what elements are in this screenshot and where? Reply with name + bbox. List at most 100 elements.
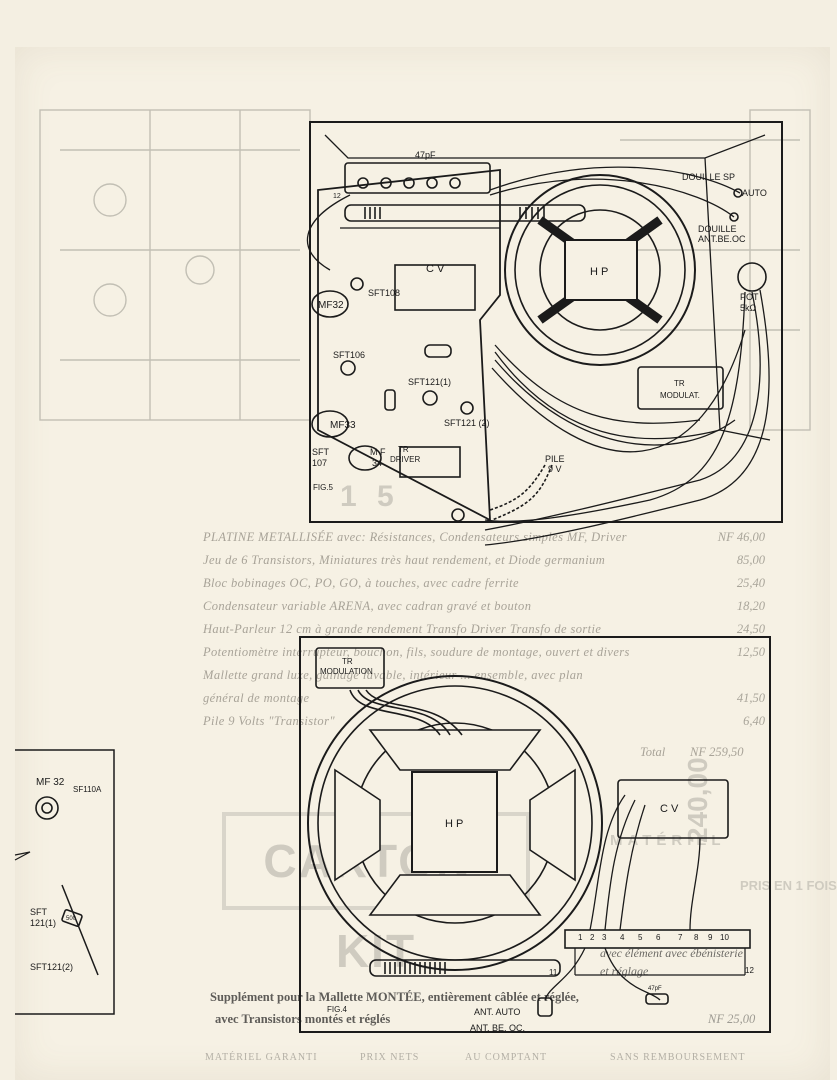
fig5-ant-be-oc: ANT.BE.OC <box>698 234 746 244</box>
fig4-speaker <box>307 675 603 971</box>
fig4-tr-modulation <box>315 647 385 689</box>
bleed-price: 6,40 <box>743 714 765 728</box>
bottom-line-c: Supplément pour la Mallette MONTÉE, enti… <box>210 990 579 1004</box>
terminal-label: 6 <box>656 933 661 942</box>
footer-c: AU COMPTANT <box>465 1052 548 1063</box>
fig5-tr-modulat-a: TR <box>674 379 685 388</box>
fig5-tr-driver <box>399 446 461 478</box>
fig4-ant-be-oc: ANT. BE. OC. <box>470 1023 525 1033</box>
left-sft121-1b: 121(1) <box>30 918 56 928</box>
left-sft121-2: SFT121(2) <box>30 962 73 972</box>
terminal-label: 2 <box>590 933 595 942</box>
fig5-mf33 <box>311 410 349 438</box>
bleed-row: Haut-Parleur 12 cm à grande rendement Tr… <box>203 622 602 636</box>
fig5-sft121-1-label: SFT121(1) <box>408 377 451 387</box>
bleed-price: 85,00 <box>736 553 765 567</box>
fig4-hp-label: H P <box>445 818 463 830</box>
left-sft110: SF110A <box>73 785 102 794</box>
fig5-mf34-a: M F <box>370 447 386 457</box>
fig4-cv-label: C V <box>660 803 679 815</box>
fig5-pot <box>737 262 767 292</box>
fig4-tr-b: MODULATION <box>320 667 373 676</box>
fig4-labels: TR MODULATION H P C V 1 2 3 4 5 6 7 8 9 … <box>320 657 754 1033</box>
bleed-schematic <box>39 109 811 431</box>
bleed-row: Jeu de 6 Transistors, Miniatures très ha… <box>203 553 606 567</box>
bleed-price: 12,50 <box>736 645 765 659</box>
fig5-caption: FIG.5 <box>313 483 334 492</box>
bleed-row: Potentiomètre interrupteur, bouchon, fil… <box>203 645 630 659</box>
fig5-speaker <box>504 174 696 366</box>
bleed-row: général de montage <box>203 691 310 705</box>
fig5-douille-sp: DOUILLE SP <box>682 172 735 182</box>
fig5-mf32 <box>311 290 349 318</box>
bleed-row: Bloc bobinages OC, PO, GO, à touches, av… <box>203 576 519 590</box>
terminal-label: 5 <box>638 933 643 942</box>
fig4-ferrite-rod <box>369 959 561 977</box>
fig5-pile-a: PILE <box>545 454 565 464</box>
fig5-tr-driver-b: DRIVER <box>390 455 420 464</box>
left-sft121-1a: SFT <box>30 907 48 917</box>
fig5-mf33-label: MF33 <box>330 420 356 431</box>
fig5-auto: AUTO <box>742 188 767 198</box>
fig5-douille: DOUILLE <box>698 224 737 234</box>
fig5-sft107-b: 107 <box>312 458 327 468</box>
fig4-47pf: 47pF <box>648 986 662 992</box>
fig5-pot-value: 5kΩ <box>740 303 757 313</box>
fig4-num12: 12 <box>745 966 754 975</box>
footer-d: SANS REMBOURSEMENT <box>610 1052 746 1063</box>
fig5-labels: 47pF DOUILLE SP AUTO DOUILLE ANT.BE.OC C… <box>312 150 767 492</box>
fig4-ant-auto: ANT. AUTO <box>474 1007 520 1017</box>
terminal-label: 3 <box>602 933 607 942</box>
fig5-board <box>317 168 501 522</box>
left-detail <box>14 749 115 1015</box>
footer-b: PRIX NETS <box>360 1052 420 1063</box>
bleed-row: Mallette grand luxe, gainage lavable, in… <box>203 668 584 682</box>
fig4-caption: FIG.4 <box>327 1005 348 1014</box>
fig5-pile-b: 9 V <box>548 464 562 474</box>
bleed-price: 24,50 <box>736 622 765 636</box>
fig5-tr-driver-a: TR <box>398 445 409 454</box>
terminal-label: 9 <box>708 933 713 942</box>
fig5-ferrite-rod <box>344 204 586 222</box>
bleed-price: 41,50 <box>736 691 765 705</box>
fig5-switch-bank <box>344 162 491 194</box>
fig5-pot-label: POT <box>740 292 759 302</box>
fig5-sft106-label: SFT106 <box>333 350 365 360</box>
bleed-row: Pile 9 Volts "Transistor" <box>203 714 335 728</box>
fig4-cv <box>617 779 729 839</box>
fig5-tr-modulat-b: MODULAT. <box>660 391 700 400</box>
bottom-line-a: avec élément avec ébénisterie <box>600 946 743 960</box>
fig5-cv-block <box>394 264 476 311</box>
fig5-hp-magnet <box>564 239 638 301</box>
fig4-hp-magnet <box>411 771 498 873</box>
bleed-big-number: 1 5 <box>340 480 400 513</box>
bleed-price: 18,20 <box>736 599 765 613</box>
bottom-line-d: avec Transistors montés et réglés <box>215 1012 391 1026</box>
terminal-label: 7 <box>678 933 683 942</box>
fig5-sft107-a: SFT <box>312 447 330 457</box>
fig5-diagram <box>306 121 783 546</box>
fig5-tr-modulat <box>637 366 724 410</box>
fig5-47pf: 47pF <box>415 150 436 160</box>
fig4-tr-a: TR <box>342 657 353 666</box>
fig4-diagram <box>299 636 771 1033</box>
fig5-hp-label: H P <box>590 266 608 278</box>
bleed-total-label: Total <box>640 745 666 759</box>
fig4-num11: 11 <box>549 968 558 977</box>
bleed-price: 25,40 <box>736 576 765 590</box>
fig4-terminal-strip <box>564 929 751 949</box>
bottom-price: NF 25,00 <box>708 1012 756 1026</box>
bleed-row: Condensateur variable ARENA, avec cadran… <box>203 599 532 613</box>
bleed-price: NF 46,00 <box>717 530 765 544</box>
bleed-pris: PRIS EN 1 FOIS <box>740 878 837 893</box>
fig5-mf34 <box>348 445 382 471</box>
fig4-terminal-labels: 1 2 3 4 5 6 7 8 9 10 <box>578 933 729 942</box>
fig5-frame <box>309 121 783 523</box>
left-mf32: MF 32 <box>36 777 65 788</box>
fig5-cv-label: C V <box>426 263 445 275</box>
fig5-sft121-2-label: SFT121 (2) <box>444 418 490 428</box>
left-detail-labels: MF 32 SF110A SFT 121(1) SFT121(2) 500 <box>30 777 102 972</box>
terminal-label: 4 <box>620 933 625 942</box>
left-res: 500 <box>66 916 77 922</box>
